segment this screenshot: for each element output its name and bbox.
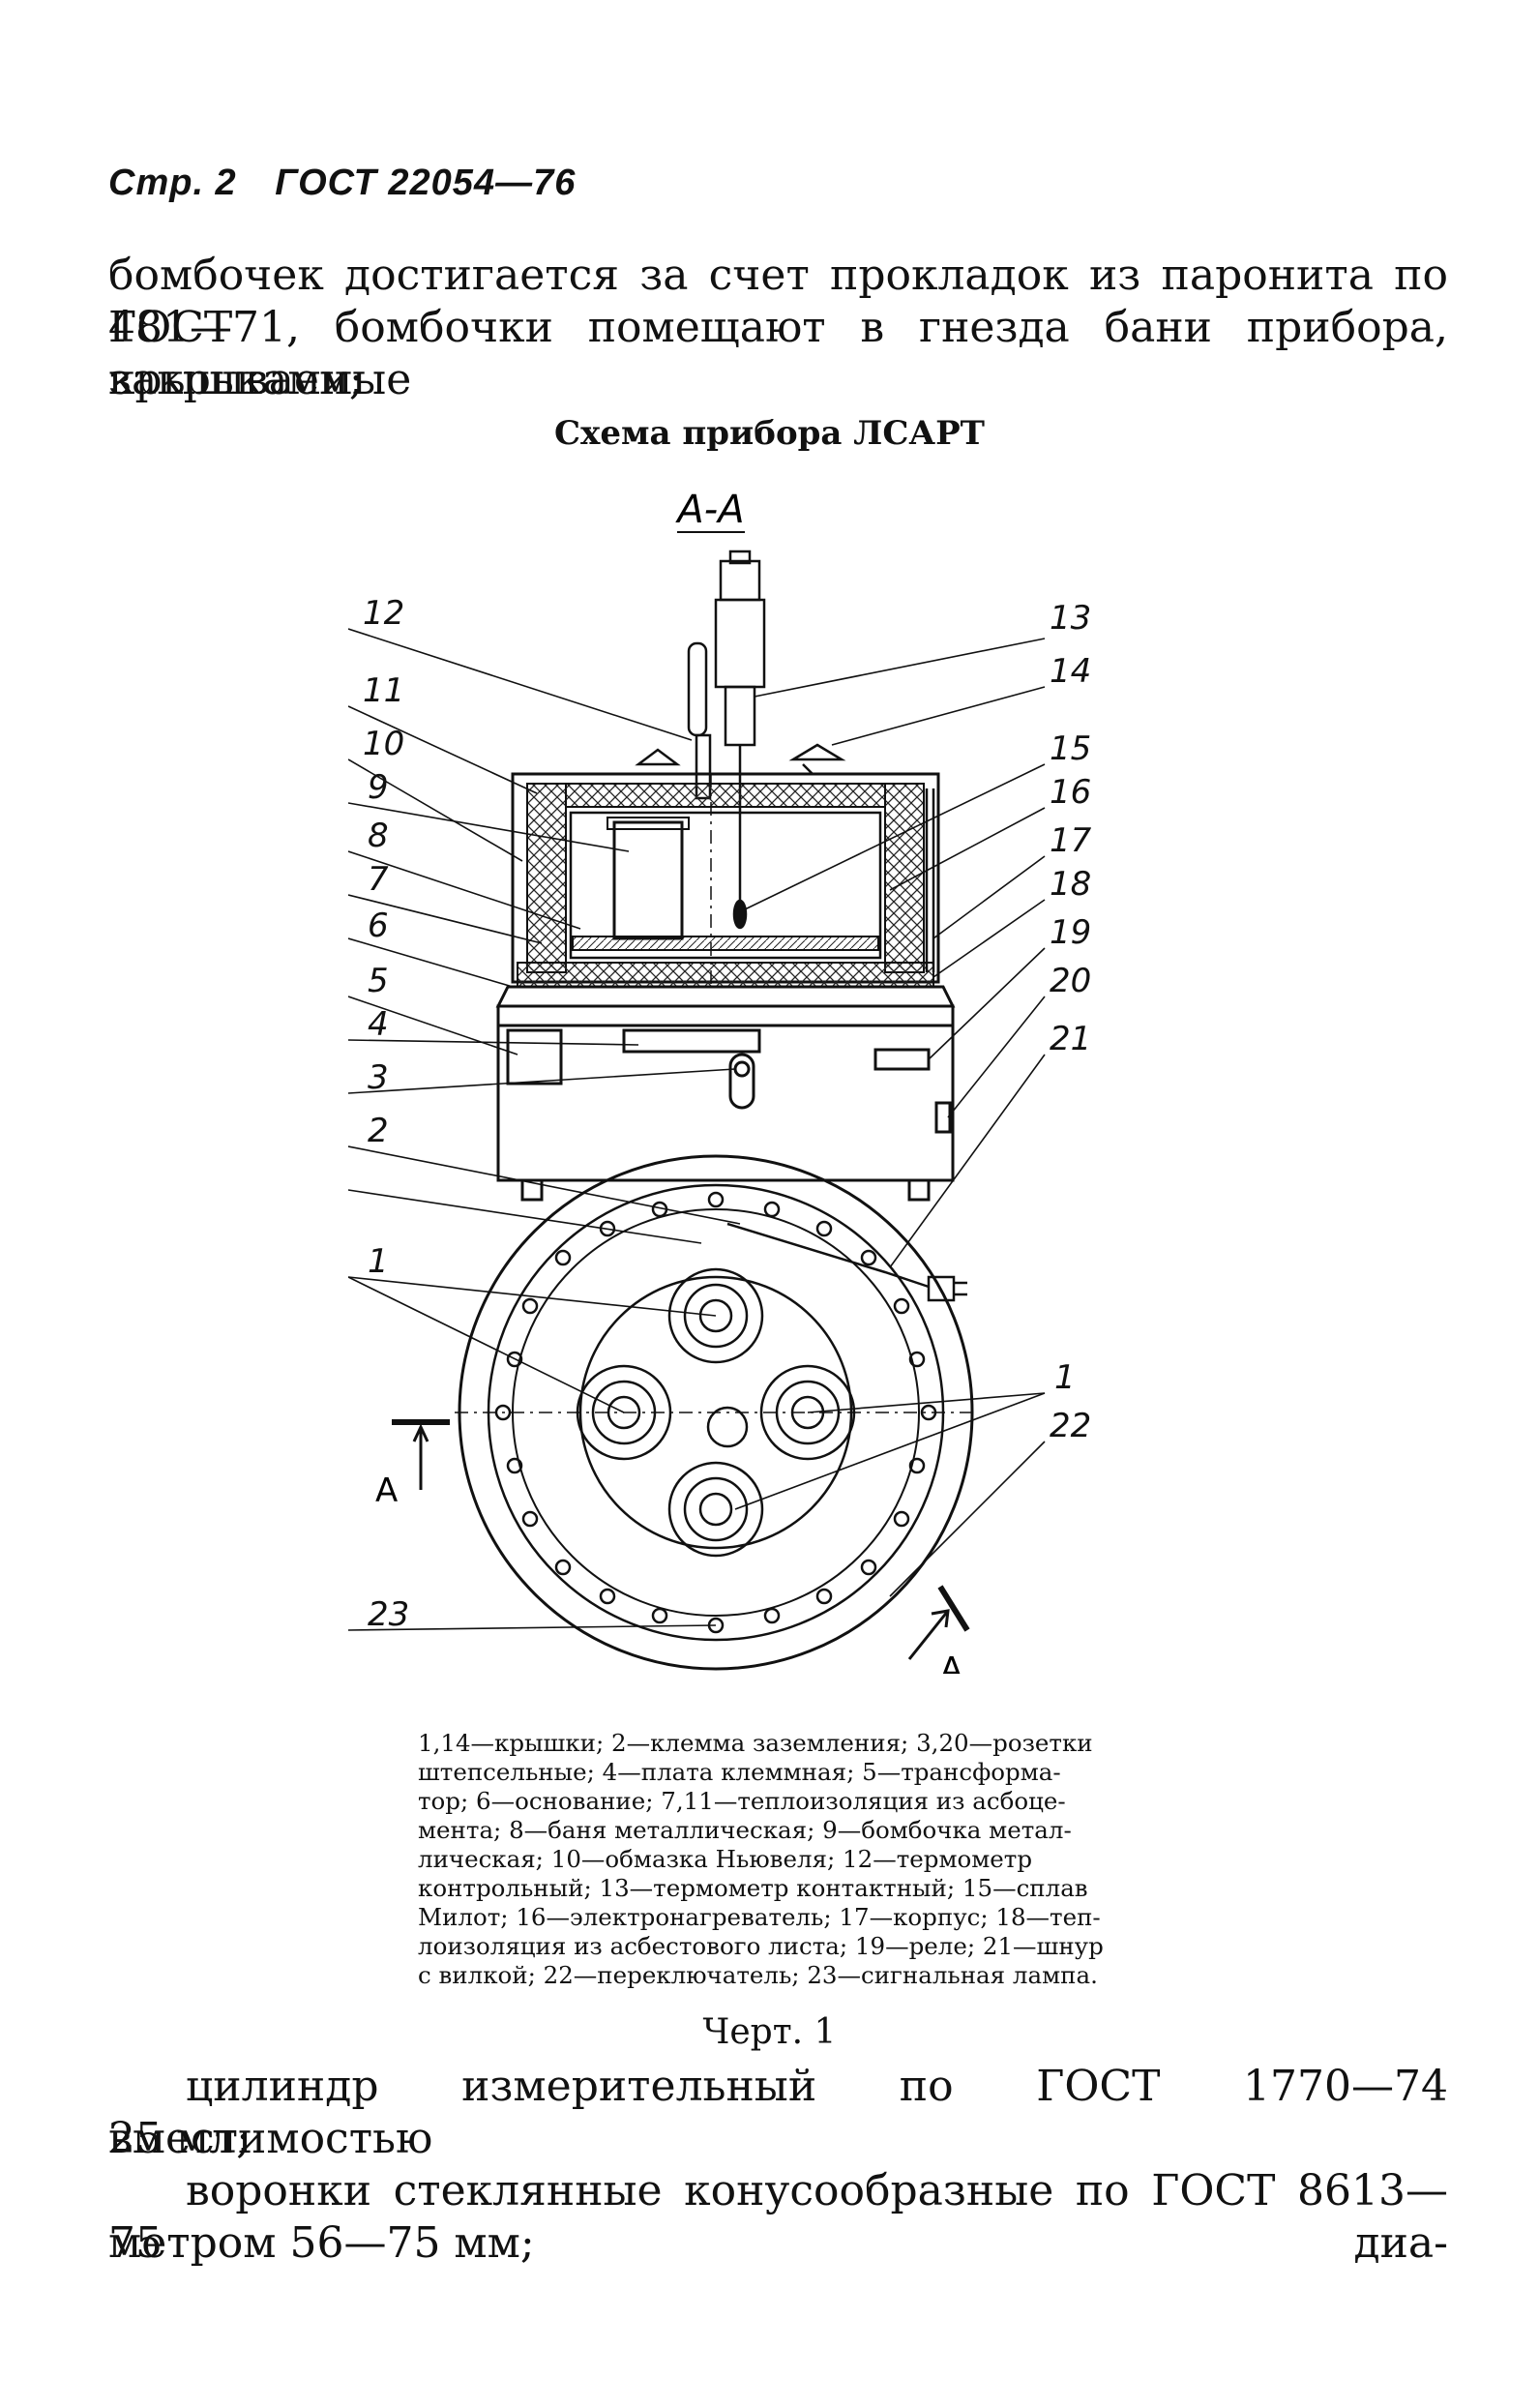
callout-14: 14	[1050, 652, 1091, 691]
outro-line-1: цилиндр измерительный по ГОСТ 1770—74 вм…	[108, 2062, 1448, 2163]
outro-line-2: 25 мл;	[108, 2114, 251, 2163]
callout-20: 20	[1050, 962, 1091, 1000]
callout-7: 7	[368, 860, 389, 899]
caption-line: 1,14—крышки; 2—клемма заземления; 3,20—р…	[418, 1729, 1093, 1757]
section-label: А-А	[674, 488, 744, 532]
callout-1-right: 1	[1054, 1358, 1076, 1397]
callout-3: 3	[368, 1058, 389, 1097]
callout-4: 4	[368, 1005, 389, 1044]
callout-10: 10	[363, 725, 404, 763]
caption-line: штепсельные; 4—плата клеммная; 5—трансфо…	[418, 1758, 1061, 1786]
intro-line-2: 481—71, бомбочки помещают в гнезда бани …	[108, 303, 1448, 404]
callout-6: 6	[368, 907, 389, 945]
callout-5: 5	[368, 962, 389, 1000]
plan-view	[455, 1154, 977, 1671]
caption-line: контрольный; 13—термометр контактный; 15…	[418, 1874, 1088, 1902]
callout-1-left: 1	[368, 1242, 389, 1281]
callout-9: 9	[368, 768, 389, 807]
base-box	[495, 985, 956, 1202]
outro-line-3: воронки стеклянные конусообразные по ГОС…	[108, 2166, 1448, 2268]
callout-22: 22	[1050, 1407, 1091, 1445]
section-arrow-left	[392, 1419, 450, 1490]
section-mark-right: А	[940, 1650, 962, 1674]
figure-caption: 1,14—крышки; 2—клемма заземления; 3,20—р…	[418, 1729, 1132, 1990]
outro-line-4: метром 56—75 мм;	[108, 2218, 535, 2268]
callout-12: 12	[363, 594, 404, 633]
page-number: Стр. 2	[108, 163, 237, 203]
intro-line-3: крышками;	[108, 355, 364, 404]
apparatus-diagram: А-А	[348, 488, 1092, 1674]
page-header: Стр. 2 ГОСТ 22054—76	[108, 163, 603, 204]
callout-16: 16	[1050, 773, 1091, 812]
callout-23: 23	[368, 1595, 409, 1634]
caption-line: мента; 8—баня металлическая; 9—бомбочка …	[418, 1816, 1072, 1844]
bath-housing	[511, 772, 940, 988]
callout-8: 8	[368, 817, 389, 855]
figure-title: Схема прибора ЛСАРТ	[554, 414, 985, 453]
callout-2: 2	[368, 1112, 389, 1150]
callout-15: 15	[1050, 729, 1091, 768]
callout-11: 11	[363, 671, 404, 710]
callout-13: 13	[1050, 599, 1091, 638]
callout-18: 18	[1050, 865, 1091, 904]
callout-21: 21	[1050, 1020, 1091, 1058]
caption-line: Милот; 16—электронагреватель; 17—корпус;…	[418, 1903, 1101, 1931]
intro-line-1: бомбочек достигается за счет прокладок и…	[108, 251, 1448, 352]
callout-17: 17	[1050, 821, 1092, 860]
callout-19: 19	[1050, 913, 1091, 952]
cord-with-plug	[726, 1222, 967, 1302]
caption-line: лическая; 10—обмазка Ньювеля; 12—термоме…	[418, 1845, 1033, 1873]
caption-line: тор; 6—основание; 7,11—теплоизоляция из …	[418, 1787, 1066, 1815]
contact-thermometer	[714, 550, 766, 930]
standard-code: ГОСТ 22054—76	[275, 163, 577, 203]
section-mark-left: А	[375, 1472, 398, 1510]
caption-line: с вилкой; 22—переключатель; 23—сигнальна…	[418, 1961, 1098, 1989]
caption-line: лоизоляция из асбестового листа; 19—реле…	[418, 1932, 1104, 1960]
section-arrow-right	[907, 1585, 970, 1660]
figure-number: Черт. 1	[702, 2012, 837, 2052]
